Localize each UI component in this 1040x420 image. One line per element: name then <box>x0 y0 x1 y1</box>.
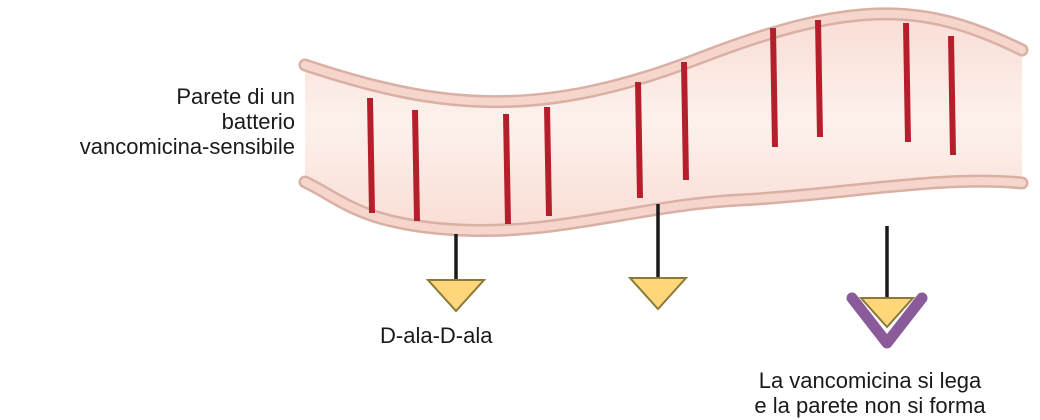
wall-label: Parete di un batterio vancomicina-sensib… <box>0 84 295 159</box>
precursor-3 <box>852 226 922 343</box>
crosslink <box>638 82 640 198</box>
crosslink <box>773 28 775 147</box>
wall-label-line2: batterio <box>0 109 295 134</box>
precursor-2 <box>630 204 686 309</box>
crosslink <box>547 107 549 216</box>
crosslink <box>415 110 417 221</box>
vancomycin-label-line1: La vancomicina si lega <box>700 368 1040 393</box>
crosslink <box>818 20 820 137</box>
crosslink <box>951 36 953 155</box>
dala-triangle-icon <box>428 280 484 311</box>
wall-label-line1: Parete di un <box>0 84 295 109</box>
wall-label-line3: vancomicina-sensibile <box>0 134 295 159</box>
crosslink <box>684 62 686 180</box>
dala-triangle-icon <box>630 278 686 309</box>
crosslink <box>906 23 908 142</box>
crosslink <box>506 114 508 224</box>
vancomycin-label-line2: e la parete non si forma <box>700 393 1040 418</box>
dala-label: D-ala-D-ala <box>380 323 492 348</box>
precursor-1 <box>428 234 484 311</box>
vancomycin-label: La vancomicina si lega e la parete non s… <box>700 368 1040 418</box>
crosslink <box>370 98 372 213</box>
